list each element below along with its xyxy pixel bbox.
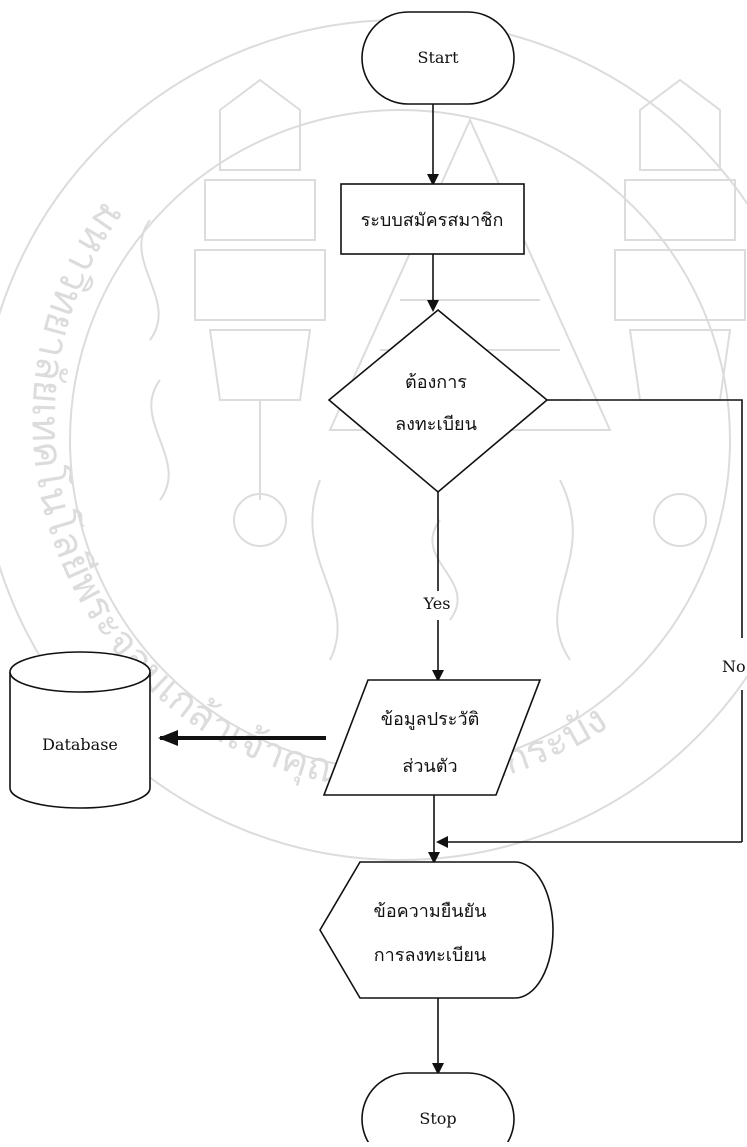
database-cylinder <box>9 651 151 809</box>
register-system-process <box>340 183 525 255</box>
personal-info-input <box>322 679 542 796</box>
no-label: No <box>722 657 746 676</box>
stop-label: Stop <box>419 1109 456 1128</box>
display-label-line1: ข้อความยืนยัน <box>374 901 487 922</box>
start-label: Start <box>417 48 459 67</box>
display-label-line2: การลงทะเบียน <box>374 945 486 966</box>
decision-label-line1: ต้องการ <box>405 372 467 393</box>
decision-label-line2: ลงทะเบียน <box>395 414 477 435</box>
no-connector <box>547 399 743 638</box>
input-label-line2: ส่วนตัว <box>402 756 457 777</box>
register-system-label: ระบบสมัครสมาชิก <box>361 210 504 231</box>
stop-terminator <box>361 1072 515 1147</box>
start-terminator <box>361 11 515 105</box>
confirmation-display <box>319 861 554 999</box>
register-decision <box>327 308 549 494</box>
database-label: Database <box>42 735 118 754</box>
input-label-line1: ข้อมูลประวัติ <box>381 709 480 730</box>
yes-label: Yes <box>423 594 451 613</box>
